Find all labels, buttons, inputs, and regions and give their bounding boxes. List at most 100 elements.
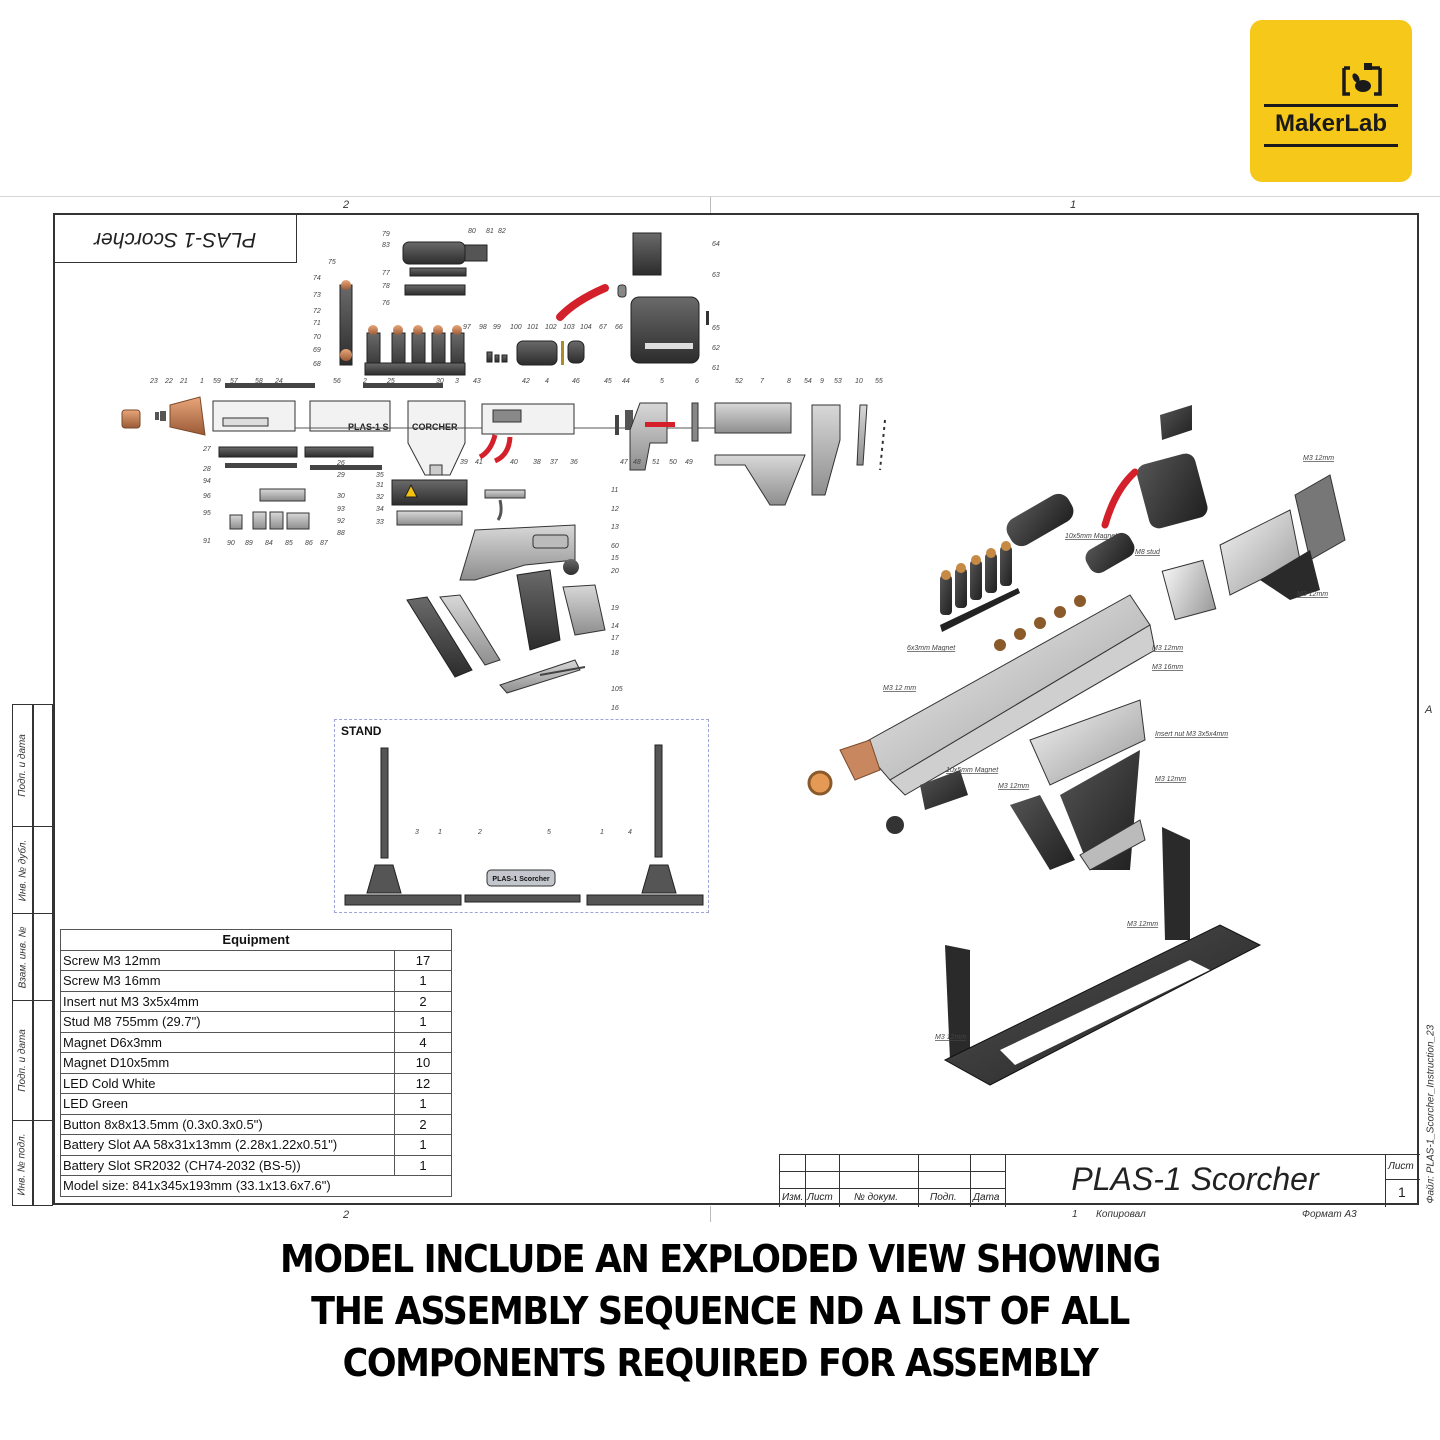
- svg-text:4: 4: [628, 829, 632, 836]
- svg-text:44: 44: [622, 378, 630, 385]
- svg-text:99: 99: [493, 324, 501, 331]
- svg-text:18: 18: [611, 650, 619, 657]
- svg-text:46: 46: [572, 378, 580, 385]
- equipment-title: Equipment: [60, 929, 452, 951]
- zone-label-top-2: 2: [343, 199, 350, 211]
- svg-text:79: 79: [382, 231, 390, 238]
- svg-text:62: 62: [712, 345, 720, 352]
- svg-text:23: 23: [149, 378, 158, 385]
- svg-text:27: 27: [202, 446, 212, 453]
- svg-text:5: 5: [547, 829, 551, 836]
- svg-text:4: 4: [545, 378, 549, 385]
- svg-text:56: 56: [333, 378, 341, 385]
- caption-line-2: THE ASSEMBLY SEQUENCE ND A LIST OF ALL: [311, 1289, 1130, 1333]
- svg-text:10x5mm Magnet: 10x5mm Magnet: [946, 767, 999, 774]
- side-cell-2: Инв. № дубл.: [13, 827, 32, 914]
- svg-text:77: 77: [382, 270, 391, 277]
- side-cell-4: Подп. и дата: [13, 1001, 32, 1121]
- svg-text:87: 87: [320, 540, 329, 547]
- svg-text:63: 63: [712, 272, 720, 279]
- svg-text:M3 12mm: M3 12mm: [1152, 645, 1183, 652]
- svg-text:85: 85: [285, 540, 293, 547]
- svg-text:16: 16: [611, 705, 619, 712]
- svg-text:90: 90: [227, 540, 235, 547]
- below-number: 1: [1072, 1209, 1078, 1220]
- svg-text:5: 5: [660, 378, 664, 385]
- svg-text:19: 19: [611, 605, 619, 612]
- logo-divider-top: [1264, 104, 1398, 107]
- svg-text:39: 39: [460, 459, 468, 466]
- format-label: Формат А3: [1302, 1209, 1357, 1220]
- zone-label-right-a: A: [1425, 704, 1433, 716]
- side-stamp: Подп. и дата Инв. № дубл. Взам. инв. № П…: [12, 704, 53, 1206]
- svg-text:31: 31: [376, 482, 384, 489]
- svg-text:69: 69: [313, 347, 321, 354]
- svg-text:61: 61: [712, 365, 720, 372]
- svg-text:21: 21: [179, 378, 188, 385]
- drawing-frame: [53, 213, 1419, 1205]
- svg-text:34: 34: [376, 506, 384, 513]
- svg-text:15: 15: [611, 555, 619, 562]
- tb-sheet-label: Лист: [1388, 1161, 1414, 1172]
- svg-text:3: 3: [415, 829, 419, 836]
- svg-text:86: 86: [305, 540, 313, 547]
- table-row: Button 8x8x13.5mm (0.3x0.3x0.5")2: [60, 1113, 452, 1135]
- title-block: Изм. Лист № докум. Подп. Дата PLAS-1 Sco…: [779, 1154, 1420, 1207]
- svg-text:98: 98: [479, 324, 487, 331]
- svg-text:22: 22: [164, 378, 173, 385]
- svg-text:24: 24: [274, 378, 283, 385]
- svg-text:M3 12mm: M3 12mm: [998, 783, 1029, 790]
- svg-text:40: 40: [510, 459, 518, 466]
- svg-text:M3 12mm: M3 12mm: [1297, 591, 1328, 598]
- svg-text:103: 103: [563, 324, 575, 331]
- file-label-container: Файл: PLAS-1_Scorcher_Instruction_23: [1424, 995, 1438, 1205]
- tb-title: PLAS-1 Scorcher: [1071, 1161, 1319, 1197]
- svg-text:92: 92: [337, 518, 345, 525]
- svg-text:7: 7: [760, 378, 765, 385]
- svg-text:94: 94: [203, 478, 211, 485]
- zone-divider-bottom: [710, 1206, 711, 1222]
- svg-text:2: 2: [362, 378, 367, 385]
- svg-text:102: 102: [545, 324, 557, 331]
- side-cell-1: Подп. и дата: [13, 705, 32, 827]
- svg-text:53: 53: [834, 378, 842, 385]
- svg-text:8: 8: [787, 378, 791, 385]
- svg-text:43: 43: [473, 378, 481, 385]
- svg-text:2: 2: [477, 829, 482, 836]
- caption-line-1: MODEL INCLUDE AN EXPLODED VIEW SHOWING: [280, 1237, 1161, 1281]
- tb-header-izm: Изм.: [782, 1192, 804, 1203]
- svg-text:60: 60: [611, 543, 619, 550]
- svg-text:71: 71: [313, 320, 321, 327]
- svg-text:6: 6: [695, 378, 699, 385]
- stand-panel: [334, 719, 709, 913]
- file-label: Файл: PLAS-1_Scorcher_Instruction_23: [1425, 1024, 1437, 1204]
- svg-text:M8 stud: M8 stud: [1135, 549, 1161, 556]
- svg-text:82: 82: [498, 228, 506, 235]
- svg-text:17: 17: [611, 635, 620, 642]
- svg-text:32: 32: [376, 494, 384, 501]
- svg-text:M3 12mm: M3 12mm: [935, 1034, 966, 1041]
- svg-text:25: 25: [386, 378, 395, 385]
- svg-text:Insert nut M3 3x5x4mm: Insert nut M3 3x5x4mm: [1155, 731, 1228, 738]
- svg-text:88: 88: [337, 530, 345, 537]
- svg-text:1: 1: [200, 378, 204, 385]
- copied-label: Копировал: [1096, 1209, 1146, 1220]
- svg-text:38: 38: [533, 459, 541, 466]
- table-row: Battery Slot AA 58x31x13mm (2.28x1.22x0.…: [60, 1134, 452, 1156]
- caption-line-3: COMPONENTS REQUIRED FOR ASSEMBLY: [342, 1341, 1099, 1385]
- svg-text:89: 89: [245, 540, 253, 547]
- svg-text:14: 14: [611, 623, 619, 630]
- svg-text:M3 12mm: M3 12mm: [1303, 455, 1334, 462]
- tb-header-doc: № докум.: [854, 1192, 899, 1203]
- zone-label-bottom-2: 2: [343, 1209, 350, 1221]
- svg-text:57: 57: [230, 378, 239, 385]
- svg-text:64: 64: [712, 241, 720, 248]
- logo-divider-bottom: [1264, 144, 1398, 147]
- svg-text:65: 65: [712, 325, 720, 332]
